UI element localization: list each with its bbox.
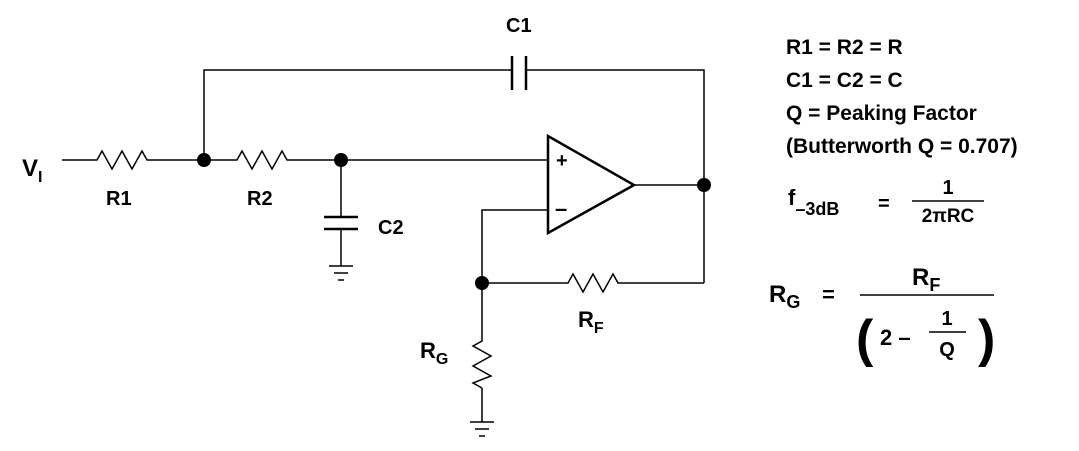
opamp-minus-label: – [555,196,567,221]
capacitor-c2 [324,215,358,231]
denominator-prefix: 2 – [880,325,911,350]
junction-node [334,153,348,167]
opamp-plus-label: + [556,150,568,172]
rf-label: RF [578,307,604,337]
inner-fraction-denominator: Q [939,339,955,361]
equals-sign: = [878,193,890,215]
input-label: VI [22,155,42,186]
inner-fraction-numerator: 1 [941,308,952,330]
design-notes: R1 = R2 = R C1 = C2 = C Q = Peaking Fact… [786,36,1018,158]
rg-label: RG [420,338,448,368]
wire-c1-right [526,69,705,283]
rg-formula: RG = RF ( 2 – 1 Q ) [769,264,995,368]
paren-close: ) [978,310,995,368]
capacitor-c1 [510,56,528,90]
r2-label: R2 [247,188,273,210]
junction-node [197,153,211,167]
resistor-r1 [92,149,152,171]
equals-sign: = [822,282,835,307]
formula-lhs: f–3dB [788,185,839,219]
r1-label: R1 [106,188,132,210]
junction-node [475,276,489,290]
note-line: (Butterworth Q = 0.707) [786,135,1018,158]
note-line: R1 = R2 = R [786,36,903,59]
paren-open: ( [856,310,874,368]
wire-minus [481,209,548,336]
ground-icon [470,421,494,437]
fraction-denominator: 2πRC [922,206,975,227]
note-line: C1 = C2 = C [786,69,903,92]
resistor-rg [471,336,493,389]
c2-label: C2 [378,217,404,239]
resistor-r2 [232,149,292,171]
junction-node [697,178,711,192]
wire-c1-left [203,69,512,160]
fraction-numerator: 1 [942,177,953,199]
c1-label: C1 [506,15,532,37]
note-line: Q = Peaking Factor [786,102,977,125]
cutoff-frequency-formula: f–3dB = 1 2πRC [788,177,984,227]
opamp-triangle [546,133,637,236]
wires [62,69,705,422]
ground-icon [329,265,353,281]
fraction-numerator: RF [912,264,940,295]
formula-lhs: RG [769,281,800,312]
resistor-rf [563,272,623,294]
